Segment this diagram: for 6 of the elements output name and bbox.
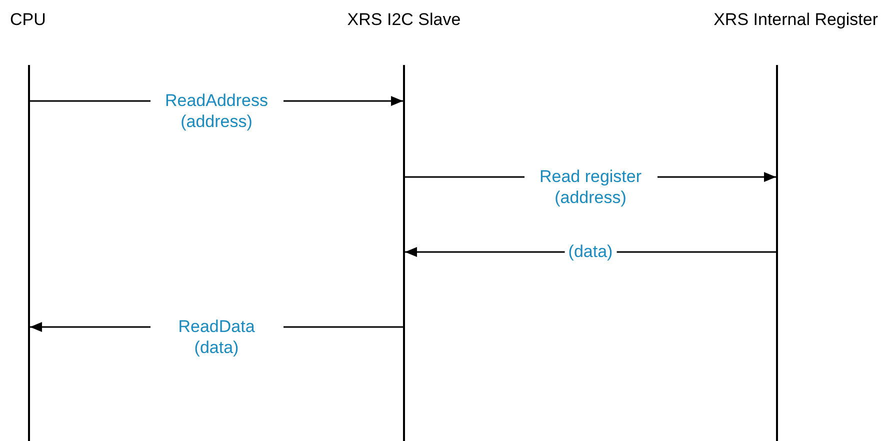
lifeline xyxy=(403,65,405,441)
lifeline xyxy=(776,65,778,441)
participant-label: XRS I2C Slave xyxy=(347,10,461,30)
lifeline xyxy=(28,65,30,441)
participant-label: CPU xyxy=(10,10,46,30)
participant-label: XRS Internal Register xyxy=(714,10,878,30)
